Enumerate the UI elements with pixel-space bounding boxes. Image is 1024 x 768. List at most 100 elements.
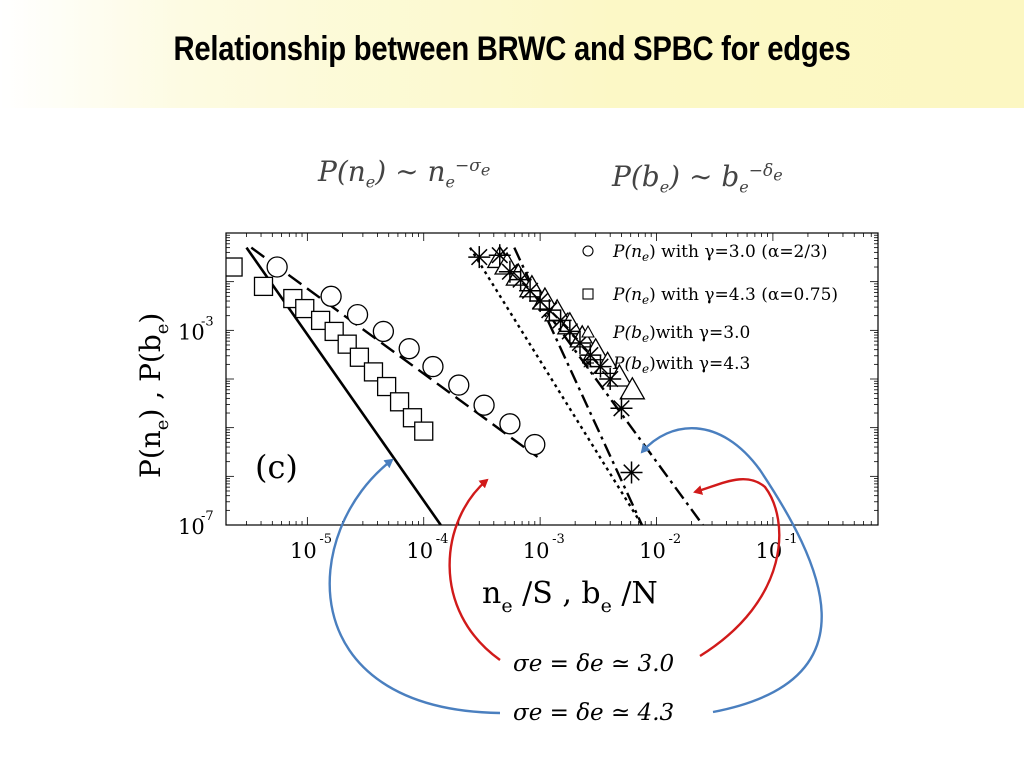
legend-entry-square: P(ne) with γ=4.3 (α=0.75) <box>582 285 838 307</box>
legend-math-close: ) <box>649 323 656 343</box>
x-tick-label: 10 <box>406 539 433 563</box>
data-point-asterisk-stroke <box>512 271 529 288</box>
ylabel-sub: e <box>152 420 173 431</box>
data-point-circle <box>346 304 369 326</box>
data-point-asterisk <box>589 355 612 378</box>
x-tick-label: 10 <box>290 539 317 563</box>
ylabel-part: ) <box>134 409 167 420</box>
blue-arrow-right <box>640 426 823 714</box>
data-point-square <box>363 362 384 382</box>
formula-p-be-rel: ) ∼ b <box>669 160 740 193</box>
ylabel-sep: , <box>134 382 167 409</box>
x-tick-label-exp: -2 <box>669 532 682 547</box>
legend-label: P(ne) with γ=4.3 (α=0.75) <box>612 285 838 307</box>
data-point-circle <box>524 433 546 456</box>
data-point-circle <box>422 355 444 378</box>
data-point-square <box>226 257 243 277</box>
data-point-asterisk <box>549 309 572 332</box>
formula-p-ne: P(ne) ∼ ne−σe <box>318 155 490 192</box>
data-point-circle <box>499 413 521 435</box>
legend-label: P(be)with γ=3.0 <box>612 323 750 345</box>
formula-p-ne-rel: ) ∼ n <box>375 155 446 188</box>
data-point-asterisk-stroke <box>592 358 609 375</box>
data-point-asterisk <box>599 368 622 390</box>
legend-math: P(b <box>612 354 642 374</box>
legend-math: P(b <box>612 323 642 343</box>
data-point-circle <box>473 394 495 416</box>
legend-math-close: ) <box>649 285 656 305</box>
data-point-asterisk <box>538 299 561 322</box>
legend-math-sub: e <box>642 250 649 264</box>
legend-math-sub: e <box>642 331 649 345</box>
x-tick-label-exp: -5 <box>319 532 332 547</box>
legend-label: P(be)with γ=4.3 <box>612 354 750 376</box>
ylabel-sub: e <box>152 324 173 335</box>
data-point-circle <box>320 285 342 307</box>
data-point-asterisk-stroke <box>470 248 488 266</box>
legend-marker-circle <box>582 245 594 257</box>
legend: P(ne) with γ=3.0 (α=2/3)P(ne) with γ=4.3… <box>581 242 838 376</box>
legend-marker-triangle <box>581 324 595 338</box>
legend-marker-square <box>582 288 594 300</box>
formula-p-ne-base-sub: e <box>445 172 455 192</box>
legend-text: with γ=4.3 (α=0.75) <box>656 285 838 305</box>
legend-text: with γ=3.0 <box>656 323 751 343</box>
data-point-asterisk-stroke <box>491 246 509 264</box>
data-point-asterisk-stroke <box>531 292 549 310</box>
x-tick-label-exp: -3 <box>552 532 565 547</box>
xlabel-sub: e <box>501 595 512 617</box>
data-point-asterisk <box>610 397 633 420</box>
xlabel-part: /S <box>513 576 553 611</box>
data-point-square <box>389 392 410 412</box>
fit-line-5 <box>469 247 643 525</box>
formula-p-be-lhs-sub: e <box>659 177 670 197</box>
data-point-asterisk <box>509 268 532 291</box>
legend-marker-asterisk <box>582 357 594 369</box>
data-point-asterisk-stroke <box>601 370 619 388</box>
xlabel-sub: e <box>601 595 612 617</box>
data-point-asterisk <box>568 331 591 354</box>
red-arrow-left <box>448 478 501 661</box>
data-point-asterisk-stroke <box>552 312 569 329</box>
data-point-circle <box>448 374 470 396</box>
legend-math-close: ) <box>649 242 656 262</box>
xlabel-part: n <box>482 576 501 611</box>
data-point-triangle <box>619 376 646 400</box>
fit-line-1 <box>245 246 442 525</box>
data-point-circle <box>398 338 420 360</box>
xlabel-sep: , <box>553 576 582 611</box>
data-point-asterisk-stroke <box>613 399 630 417</box>
data-point-asterisk <box>468 246 491 269</box>
formula-p-be-exp-sub: e <box>773 165 783 185</box>
xlabel-part: /N <box>612 576 658 611</box>
legend-math-sub: e <box>642 362 649 376</box>
formula-p-be-exp: −δe <box>749 161 783 185</box>
data-point-asterisk <box>488 244 511 267</box>
data-point-asterisk <box>558 320 581 343</box>
fit-line-4 <box>513 247 644 525</box>
xlabel-part: b <box>581 576 600 611</box>
y-tick-label-exp: -3 <box>201 314 214 329</box>
data-point-asterisk <box>620 461 643 484</box>
data-point-asterisk-stroke <box>501 263 519 281</box>
data-point-square <box>253 276 274 297</box>
data-point-square <box>349 347 370 367</box>
x-tick-label-exp: -4 <box>436 532 449 547</box>
fit-line-2 <box>250 246 539 458</box>
legend-text: with γ=4.3 <box>656 354 751 374</box>
legend-math: P(n <box>612 242 642 262</box>
ylabel-part: P(b <box>134 334 167 382</box>
data-point-triangle <box>531 286 559 310</box>
legend-math-close: ) <box>649 354 656 374</box>
x-axis-label: ne /S , be /N <box>482 576 658 617</box>
series-circle <box>266 256 546 456</box>
y-tick-label: 10 <box>178 515 205 539</box>
formula-p-ne-exp: −σe <box>455 156 490 179</box>
slide-title: Relationship between BRWC and SPBC for e… <box>173 30 851 68</box>
legend-asterisk-stroke <box>583 358 593 368</box>
eq-sigma-delta-3: σe = δe ≃ 3.0 <box>513 651 674 677</box>
data-point-asterisk-stroke <box>561 323 579 340</box>
